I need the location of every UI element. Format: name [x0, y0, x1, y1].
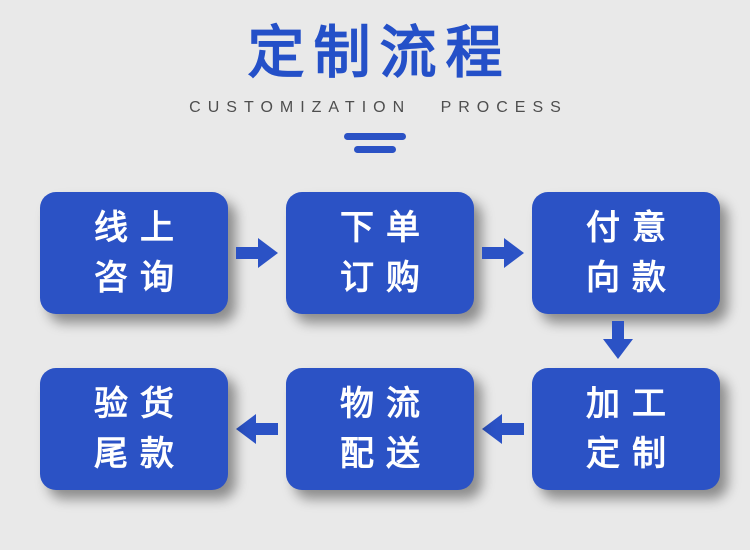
step-box-3-pay-deposit: 付意 向款: [532, 192, 720, 314]
step-label-line: 向款: [586, 259, 678, 297]
step-box-1-online-consult: 线上 咨询: [40, 192, 228, 314]
step-box-2-place-order: 下单 订购: [286, 192, 474, 314]
step-box-4-processing: 加工 定制: [532, 368, 720, 490]
step-label-line: 配送: [340, 435, 432, 473]
arrow-left-step5-step6: [236, 414, 278, 444]
arrow-right-step1-step2: [236, 238, 278, 268]
divider-line-bottom: [354, 146, 396, 153]
page-title: 定制流程: [247, 21, 512, 85]
divider-line-top: [344, 133, 406, 140]
step-label-line: 付意: [586, 209, 678, 247]
step-label-line: 尾款: [94, 435, 186, 473]
page-subtitle: CUSTOMIZATION PROCESS: [189, 99, 568, 116]
step-label-line: 定制: [586, 435, 678, 473]
step-label-line: 咨询: [94, 259, 186, 297]
arrow-down-step3-step4: [603, 321, 633, 359]
step-label-line: 订购: [340, 259, 432, 297]
step-label-line: 验货: [94, 385, 186, 423]
step-label-line: 物流: [340, 385, 432, 423]
step-box-6-inspection-final-payment: 验货 尾款: [40, 368, 228, 490]
arrow-right-step2-step3: [482, 238, 524, 268]
arrow-left-step4-step5: [482, 414, 524, 444]
step-label-line: 下单: [340, 209, 432, 247]
step-label-line: 加工: [586, 385, 678, 423]
step-box-5-logistics: 物流 配送: [286, 368, 474, 490]
step-label-line: 线上: [94, 209, 186, 247]
